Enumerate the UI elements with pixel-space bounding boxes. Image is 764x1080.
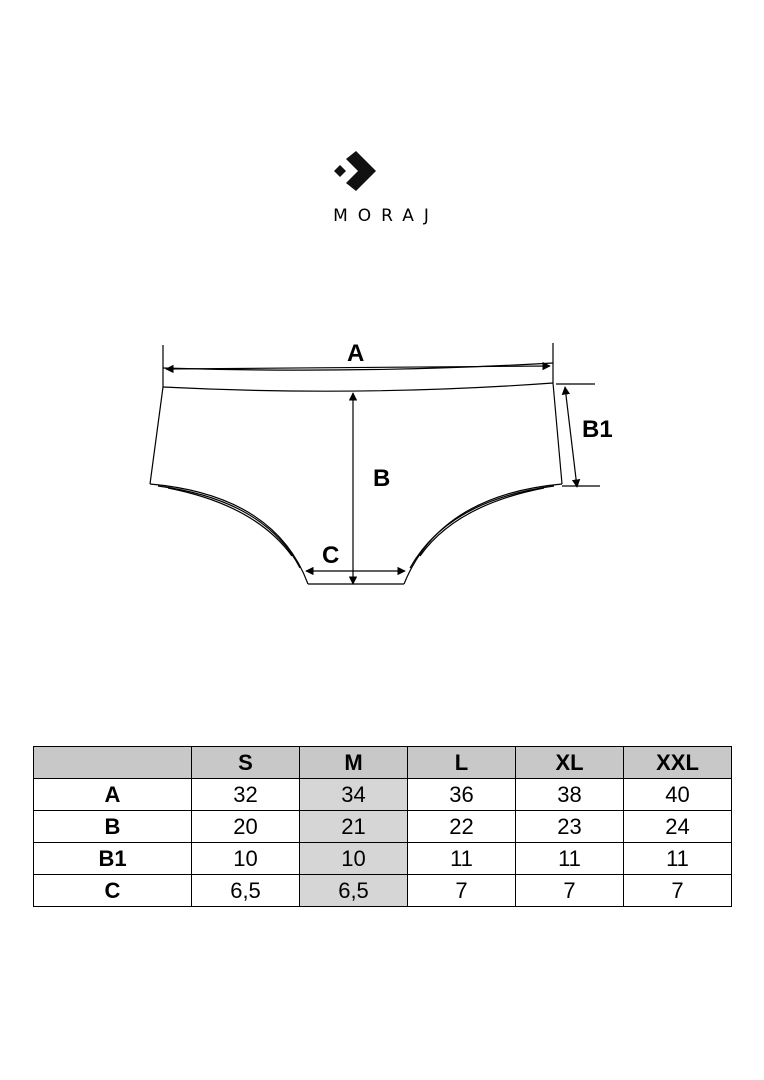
table-header-row: S M L XL XXL — [33, 746, 732, 779]
table-cell: 7 — [515, 874, 624, 907]
table-row: B 20 21 22 23 24 — [33, 810, 732, 843]
garment-diagram: A B B1 C — [149, 340, 613, 585]
table-cell: 6,5 — [299, 874, 408, 907]
column-header: S — [191, 746, 300, 779]
table-row: A 32 34 36 38 40 — [33, 778, 732, 811]
table-cell: 7 — [407, 874, 516, 907]
row-label: B1 — [33, 842, 192, 875]
table-cell: 34 — [299, 778, 408, 811]
table-cell: 11 — [623, 842, 732, 875]
table-cell: 21 — [299, 810, 408, 843]
dimension-b-label: B — [373, 465, 390, 492]
table-cell: 22 — [407, 810, 516, 843]
column-header: XL — [515, 746, 624, 779]
table-cell: 38 — [515, 778, 624, 811]
column-header: XXL — [623, 746, 732, 779]
column-header: M — [299, 746, 408, 779]
table-row: B1 10 10 11 11 11 — [33, 842, 732, 875]
measurement-lines — [162, 343, 600, 585]
size-chart-table: S M L XL XXL A 32 34 36 38 40 B 20 21 22… — [33, 746, 732, 907]
row-label: B — [33, 810, 192, 843]
column-header: L — [407, 746, 516, 779]
table-cell: 36 — [407, 778, 516, 811]
dimension-c-label: C — [322, 542, 339, 569]
table-cell: 40 — [623, 778, 732, 811]
garment-outline — [149, 362, 563, 585]
dimension-b1-arrow — [561, 386, 581, 488]
table-cell: 7 — [623, 874, 732, 907]
table-cell: 20 — [191, 810, 300, 843]
brand-logo: MORAJ — [0, 148, 764, 238]
table-cell: 32 — [191, 778, 300, 811]
table-cell: 11 — [515, 842, 624, 875]
table-cell: 11 — [407, 842, 516, 875]
table-cell: 6,5 — [191, 874, 300, 907]
brand-name: MORAJ — [333, 206, 439, 226]
dimension-b1-label: B1 — [582, 416, 613, 443]
table-cell: 23 — [515, 810, 624, 843]
table-cell: 10 — [191, 842, 300, 875]
column-header — [33, 746, 192, 779]
table-row: C 6,5 6,5 7 7 7 — [33, 874, 732, 907]
row-label: C — [33, 874, 192, 907]
table-cell: 10 — [299, 842, 408, 875]
dimension-a-arrow — [165, 361, 551, 374]
dimension-a-label: A — [347, 340, 364, 367]
row-label: A — [33, 778, 192, 811]
table-cell: 24 — [623, 810, 732, 843]
brand-chevron-icon — [334, 151, 376, 191]
